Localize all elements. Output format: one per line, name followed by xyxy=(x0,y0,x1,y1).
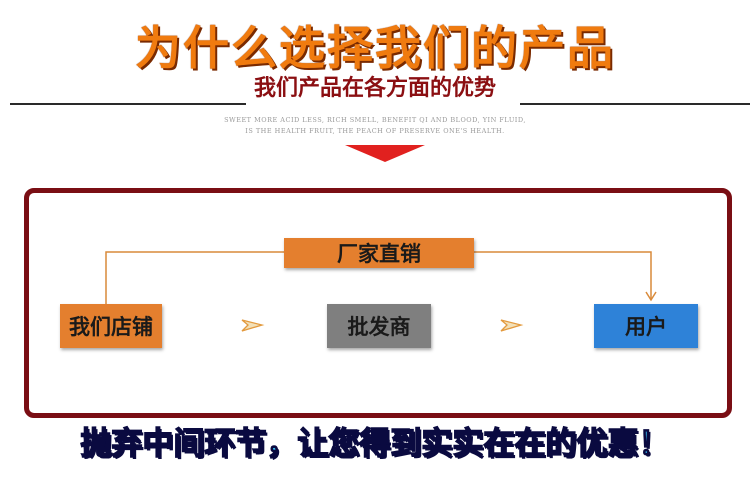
our-store-box: 我们店铺 xyxy=(60,304,162,348)
wholesaler-box: 批发商 xyxy=(327,304,431,348)
arrow-down-icon xyxy=(645,291,657,302)
red-triangle-pointer xyxy=(345,145,425,162)
flow-diagram-frame xyxy=(24,188,732,418)
factory-direct-box: 厂家直销 xyxy=(284,238,474,268)
chevron-arrow-right-icon xyxy=(500,319,524,332)
divider-right xyxy=(520,103,750,105)
user-box: 用户 xyxy=(594,304,698,348)
main-title: 为什么选择我们的产品 xyxy=(135,21,615,75)
english-description: SWEET MORE ACID LESS, RICH SMELL, BENEFI… xyxy=(0,115,750,137)
connector-left-line xyxy=(105,251,284,304)
connector-right-line xyxy=(474,251,652,300)
subtitle: 我们产品在各方面的优势 xyxy=(253,75,496,101)
chevron-arrow-right-icon xyxy=(241,319,265,332)
english-line-2: IS THE HEALTH FRUIT, THE PEACH OF PRESER… xyxy=(245,127,505,135)
english-line-1: SWEET MORE ACID LESS, RICH SMELL, BENEFI… xyxy=(224,116,526,124)
divider-left xyxy=(10,103,246,105)
bottom-slogan: 抛弃中间环节，让您得到实实在在的优惠！ xyxy=(80,425,671,463)
